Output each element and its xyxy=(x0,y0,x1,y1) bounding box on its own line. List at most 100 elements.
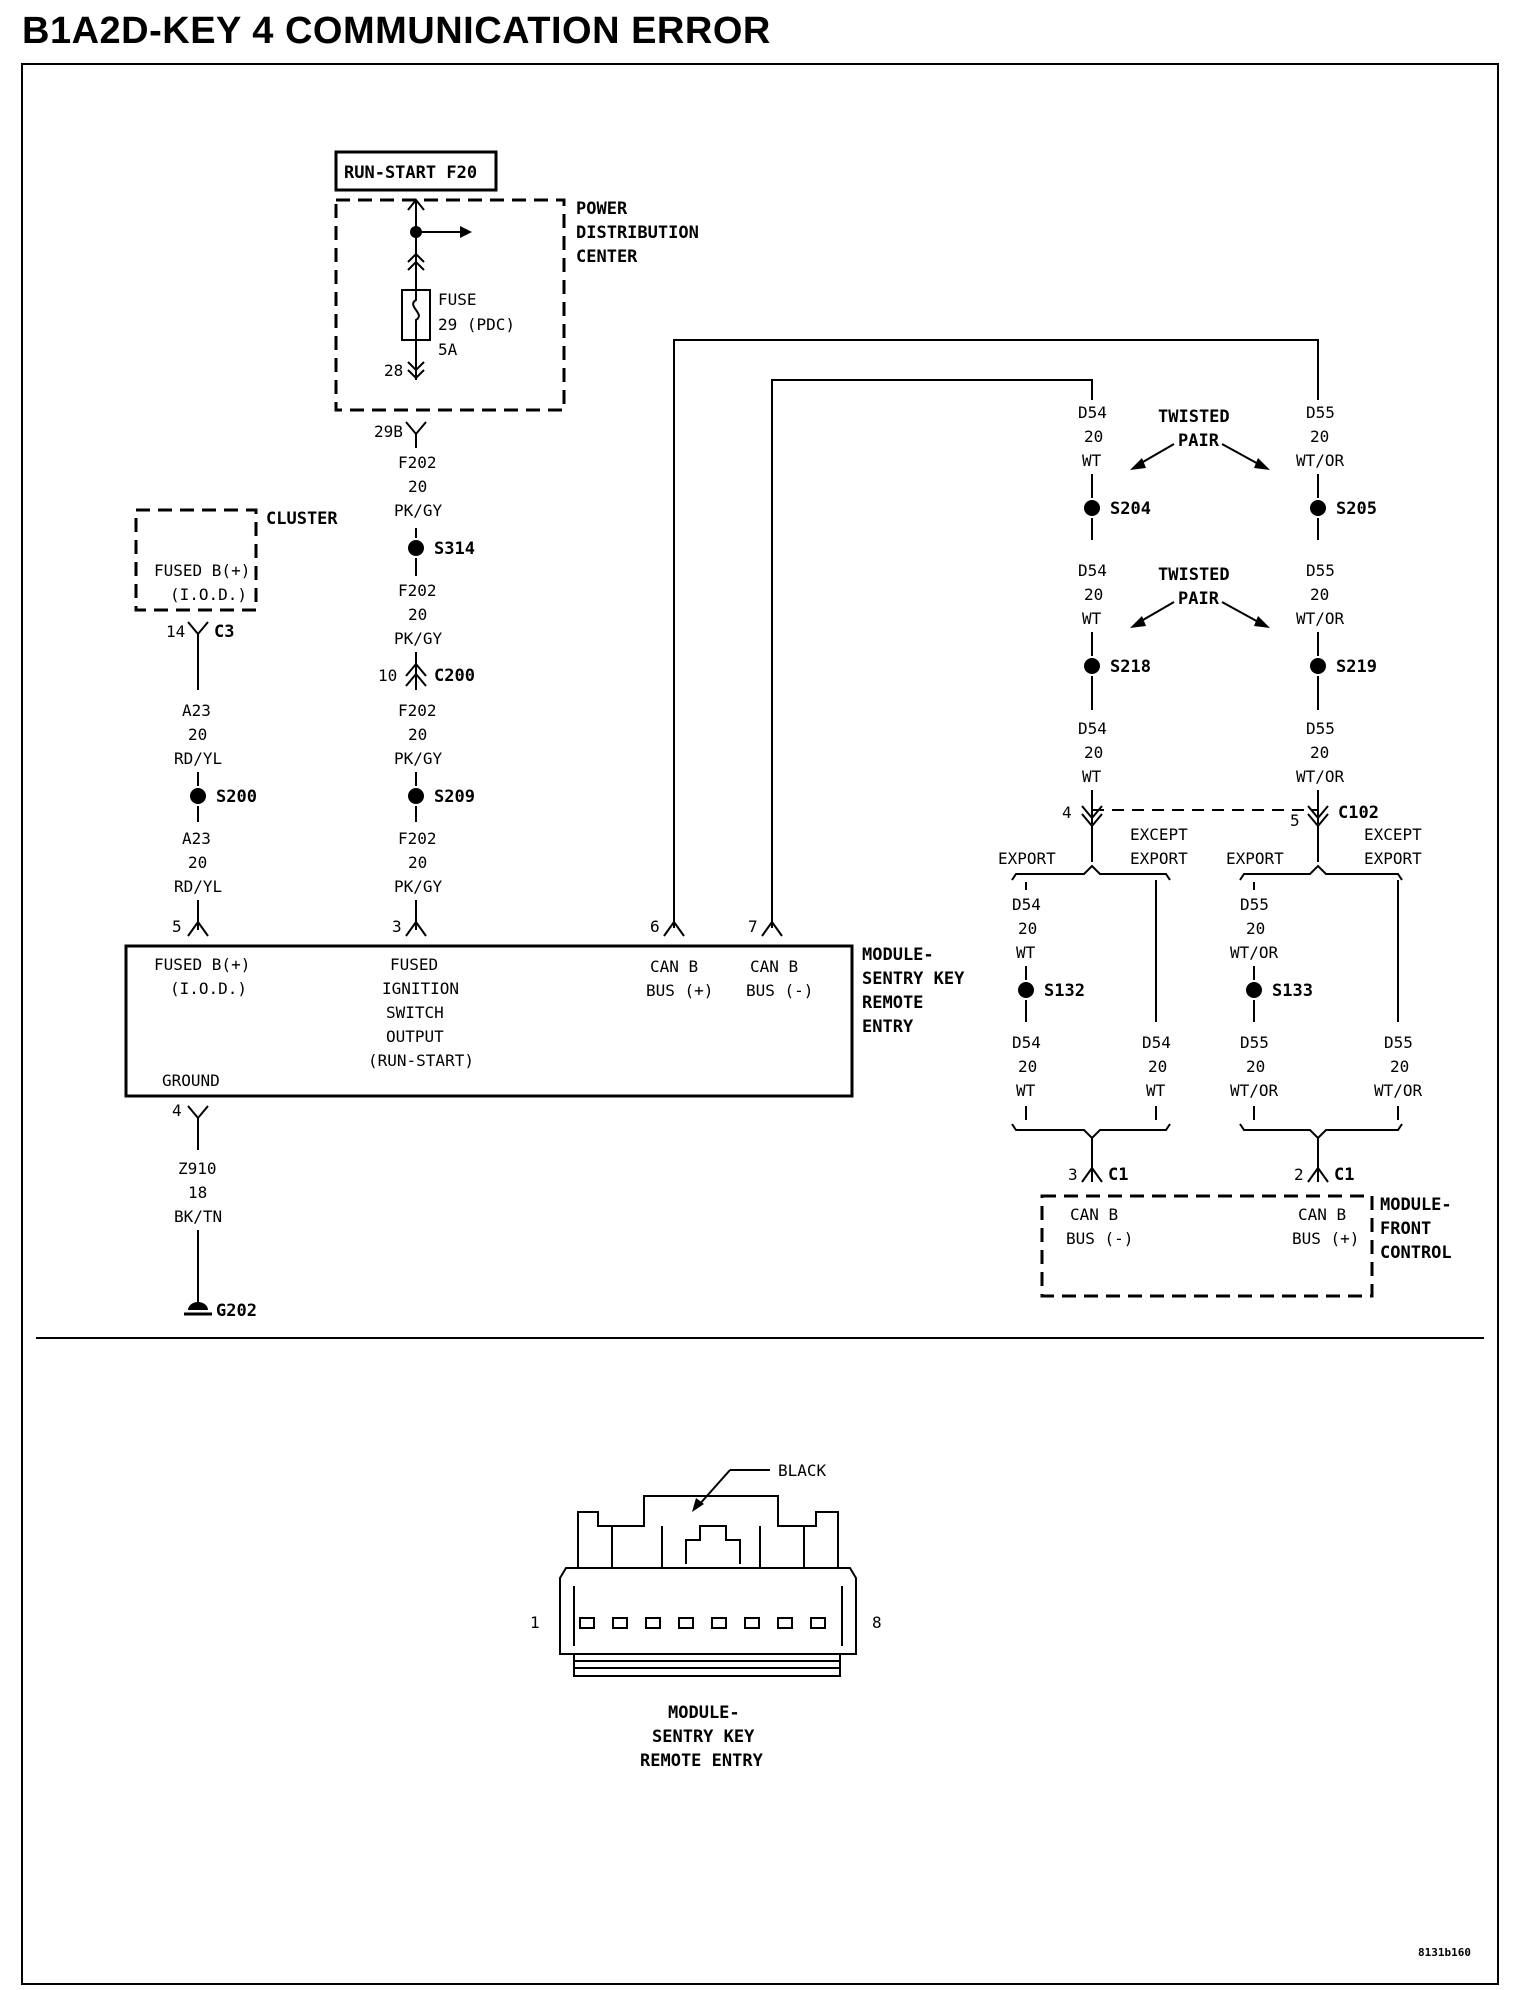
d54-export-gauge: 20 xyxy=(1018,919,1037,938)
can-bus-minus-wire xyxy=(771,379,1093,928)
splice-s205-icon xyxy=(1310,500,1326,516)
fcm-box xyxy=(1040,1194,1374,1298)
f202-color-1: PK/GY xyxy=(394,501,443,520)
fuse-label-2: 29 (PDC) xyxy=(438,315,515,334)
c102-label: C102 xyxy=(1338,803,1379,823)
f202-gauge-1: 20 xyxy=(408,477,427,496)
d54-gauge-1: 20 xyxy=(1084,427,1103,446)
d55-export-gauge: 20 xyxy=(1246,919,1265,938)
c1-label-2: C1 xyxy=(1334,1165,1354,1185)
z910-color: BK/TN xyxy=(174,1207,222,1226)
a23-code-2: A23 xyxy=(182,829,211,848)
fcm-name-2: FRONT xyxy=(1380,1219,1431,1239)
f202-gauge-4: 20 xyxy=(408,853,427,872)
fuse-label-3: 5A xyxy=(438,340,458,359)
connector-name-2: SENTRY KEY xyxy=(652,1727,755,1747)
d54-export-label: EXPORT xyxy=(998,849,1056,868)
d55-gauge-3: 20 xyxy=(1310,743,1329,762)
pin-29b: 29B xyxy=(374,422,403,441)
connector-pin-1 xyxy=(579,1617,595,1629)
fcm-canp-1: CAN B xyxy=(1298,1205,1346,1224)
cluster-fused-2: (I.O.D.) xyxy=(170,585,247,604)
fuse-element-icon xyxy=(412,290,420,340)
cluster-fused-1: FUSED B(+) xyxy=(154,561,250,580)
d55-color-1: WT/OR xyxy=(1296,451,1345,470)
z910-code: Z910 xyxy=(178,1159,217,1178)
splice-s204: S204 xyxy=(1110,499,1151,519)
a23-gauge-2: 20 xyxy=(188,853,207,872)
splice-s133: S133 xyxy=(1272,981,1313,1001)
d55-except-2: EXPORT xyxy=(1364,849,1422,868)
c102-pin5-connector-icon xyxy=(1307,805,1329,820)
d55-gauge-1: 20 xyxy=(1310,427,1329,446)
ground-icon xyxy=(188,1302,208,1310)
connector-pin-1-label: 1 xyxy=(530,1613,540,1632)
figure-id: 8131b160 xyxy=(1418,1946,1471,1959)
f202-color-4: PK/GY xyxy=(394,877,443,896)
skreem-module-box xyxy=(124,944,854,1098)
skreem-ign-5: (RUN-START) xyxy=(368,1051,474,1070)
black-label: BLACK xyxy=(778,1461,827,1480)
pdc-bottom-chevron-icon xyxy=(407,361,425,372)
splice-s209-icon xyxy=(408,788,424,804)
d55-export-code-2: D55 xyxy=(1240,1033,1269,1052)
c1-label-1: C1 xyxy=(1108,1165,1128,1185)
pdc-top-arrow-icon xyxy=(407,198,425,211)
c102-pin4: 4 xyxy=(1062,803,1072,822)
d54-color-1: WT xyxy=(1082,451,1102,470)
c3-pin: 14 xyxy=(166,622,185,641)
f202-color-2: PK/GY xyxy=(394,629,443,648)
skreem-pin7-connector-icon xyxy=(761,920,783,937)
splice-s314-icon xyxy=(408,540,424,556)
splice-s209: S209 xyxy=(434,787,475,807)
skreem-ign-1: FUSED xyxy=(390,955,438,974)
skreem-pin4-connector-icon xyxy=(187,1105,209,1120)
f202-code-2: F202 xyxy=(398,581,437,600)
splice-s133-icon xyxy=(1246,982,1262,998)
splice-s132: S132 xyxy=(1044,981,1085,1001)
d55-except-color: WT/OR xyxy=(1374,1081,1423,1100)
splice-s200-icon xyxy=(190,788,206,804)
fcm-canm-1: CAN B xyxy=(1070,1205,1118,1224)
d54-gauge-2: 20 xyxy=(1084,585,1103,604)
c102-pin4-connector-icon xyxy=(1081,805,1103,820)
skreem-ign-3: SWITCH xyxy=(386,1003,444,1022)
cluster-label: CLUSTER xyxy=(266,509,338,529)
d55-code-3: D55 xyxy=(1306,719,1335,738)
can-bus-plus-wire xyxy=(673,339,1319,928)
pdc-label-3: CENTER xyxy=(576,247,638,267)
f202-gauge-3: 20 xyxy=(408,725,427,744)
d55-gauge-2: 20 xyxy=(1310,585,1329,604)
twisted-2-l2: PAIR xyxy=(1178,589,1220,609)
c200-pin: 10 xyxy=(378,666,397,685)
d55-merge-bracket xyxy=(1239,1123,1403,1140)
skreem-pin6: 6 xyxy=(650,917,660,936)
fcm-name-3: CONTROL xyxy=(1380,1243,1452,1263)
skreem-pin6-connector-icon xyxy=(663,920,685,937)
pdc-box xyxy=(334,198,566,412)
splice-s218-icon xyxy=(1084,658,1100,674)
connector-pin-3 xyxy=(645,1617,661,1629)
c3-connector-icon xyxy=(187,621,209,636)
twisted-1-l1: TWISTED xyxy=(1158,407,1230,427)
twisted-2-arrow-right-icon xyxy=(1221,601,1263,625)
skreem-pin3-connector-icon xyxy=(405,920,427,937)
splice-s204-icon xyxy=(1084,500,1100,516)
d55-export-bracket xyxy=(1239,864,1403,881)
d55-export-color-2: WT/OR xyxy=(1230,1081,1279,1100)
d55-except-code: D55 xyxy=(1384,1033,1413,1052)
pdc-label-1: POWER xyxy=(576,199,628,219)
d54-export-gauge-2: 20 xyxy=(1018,1057,1037,1076)
skreem-ign-2: IGNITION xyxy=(382,979,459,998)
d55-export-code: D55 xyxy=(1240,895,1269,914)
pdc-chevron2-icon xyxy=(407,260,425,271)
d54-gauge-3: 20 xyxy=(1084,743,1103,762)
c1-pin3: 3 xyxy=(1068,1165,1078,1184)
d55-except-gauge: 20 xyxy=(1390,1057,1409,1076)
d54-color-2: WT xyxy=(1082,609,1102,628)
connector-latch-outline xyxy=(577,1495,839,1568)
c200-label: C200 xyxy=(434,666,475,686)
skreem-fused-2: (I.O.D.) xyxy=(170,979,247,998)
d55-color-2: WT/OR xyxy=(1296,609,1345,628)
